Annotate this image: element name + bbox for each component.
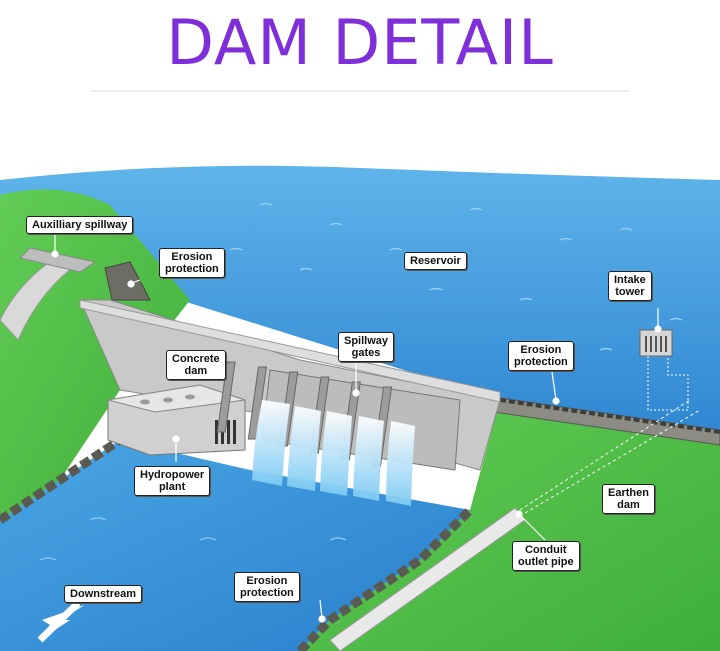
label-erosion-protection-right: Erosion protection [508, 341, 574, 371]
title-underline [90, 90, 630, 92]
label-downstream: Downstream [64, 585, 143, 603]
label-spillway-gates: Spillway gates [338, 332, 395, 362]
label-earthen-dam: Earthen dam [602, 484, 655, 514]
leader-lines [51, 232, 662, 623]
label-erosion-protection-top: Erosion protection [159, 248, 225, 278]
page-title: DAM DETAIL [166, 6, 554, 79]
reservoir-water [0, 165, 720, 440]
label-conduit-outlet-pipe: Conduit outlet pipe [512, 541, 580, 571]
label-erosion-protection-bottom: Erosion protection [234, 572, 300, 602]
conduit-dashed-path [519, 399, 691, 511]
powerhouse-roof-vents [140, 394, 195, 405]
label-reservoir: Reservoir [404, 252, 467, 270]
label-concrete-dam: Concrete dam [166, 350, 226, 380]
downstream-arrow-shaft [37, 600, 81, 643]
label-hydropower-plant: Hydropower plant [134, 466, 211, 496]
right-riprap [296, 506, 474, 651]
conduit-dashed-path-2 [519, 409, 701, 517]
erosion-rocks-right [499, 398, 720, 434]
left-riprap [0, 436, 123, 524]
label-intake-tower: Intake tower [608, 271, 652, 301]
label-auxiliary-spillway: Auxilliary spillway [26, 216, 134, 234]
spillway-gates [216, 361, 461, 506]
erosion-rocks-top [104, 261, 151, 301]
powerhouse-roof [107, 384, 246, 413]
auxiliary-spillway-crest [19, 247, 97, 273]
reservoir-ripples [229, 202, 683, 351]
